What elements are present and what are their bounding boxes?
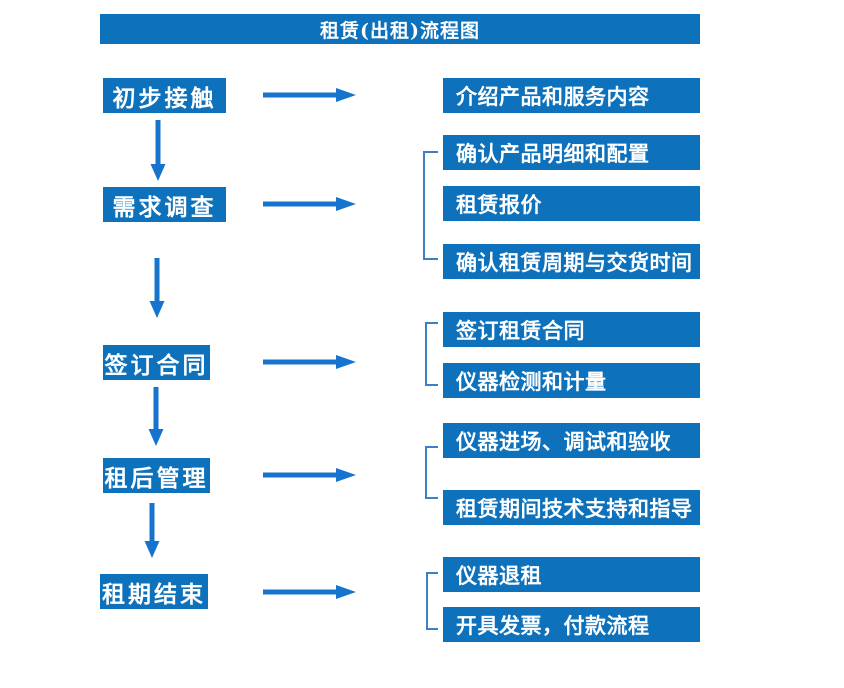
down-arrow-icon	[144, 503, 160, 558]
output-box-instrument-return: 仪器退租	[443, 557, 700, 592]
right-arrow-icon	[263, 197, 356, 211]
step-box-post-rental: 租后管理	[103, 458, 210, 493]
group-bracket	[426, 572, 438, 630]
output-box-introduce-products: 介绍产品和服务内容	[443, 78, 700, 113]
step-box-rental-end: 租期结束	[100, 574, 208, 609]
right-arrow-icon	[263, 355, 356, 369]
output-box-instrument-testing: 仪器检测和计量	[443, 363, 700, 398]
output-box-confirm-period: 确认租赁周期与交货时间	[443, 244, 700, 279]
diagram-title: 租赁(出租)流程图	[100, 14, 700, 44]
right-arrow-icon	[263, 585, 356, 599]
step-box-demand-survey: 需求调查	[103, 187, 226, 222]
output-box-rental-quote: 租赁报价	[443, 186, 700, 221]
step-box-initial-contact: 初步接触	[103, 78, 226, 113]
group-bracket	[423, 151, 438, 260]
down-arrow-icon	[149, 258, 165, 318]
right-arrow-icon	[263, 468, 356, 482]
output-box-invoice-payment: 开具发票，付款流程	[443, 607, 700, 642]
down-arrow-icon	[150, 120, 166, 181]
right-arrow-icon	[263, 88, 356, 102]
step-box-sign-contract: 签订合同	[103, 345, 210, 380]
output-box-instrument-setup: 仪器进场、调试和验收	[443, 423, 700, 458]
output-box-sign-rental-contract: 签订租赁合同	[443, 312, 700, 347]
output-box-confirm-details: 确认产品明细和配置	[443, 135, 700, 170]
group-bracket	[425, 446, 438, 499]
down-arrow-icon	[148, 387, 164, 446]
output-box-tech-support: 租赁期间技术支持和指导	[443, 490, 700, 525]
group-bracket	[425, 322, 438, 386]
